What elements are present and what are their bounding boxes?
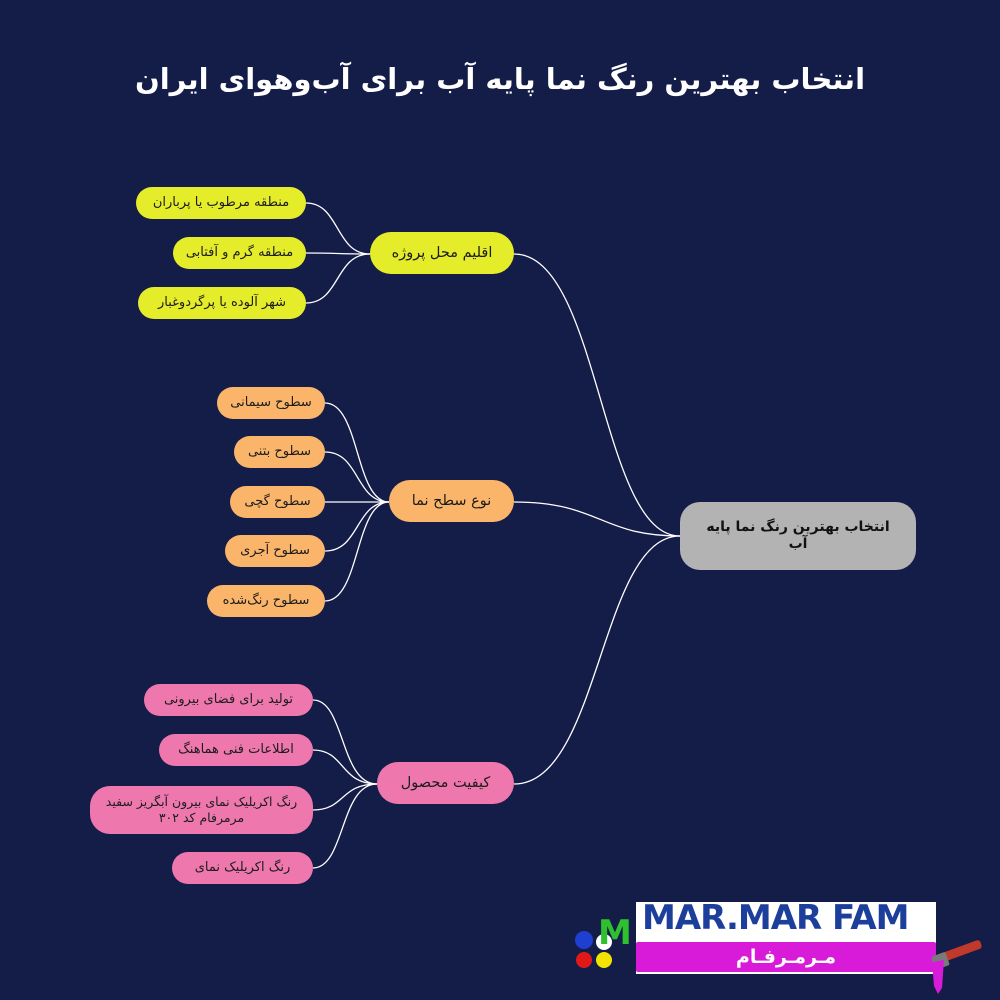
- branch-label: اقلیم محل پروژه: [391, 244, 493, 261]
- leaf-label: منطقه گرم و آفتابی: [185, 244, 294, 260]
- brand-logo: MAR.MAR FAM مـرمـرفـام M: [572, 896, 1000, 1000]
- leaf-node: تولید برای فضای بیرونی: [144, 684, 313, 716]
- connector-b3-leaf-1: [312, 699, 378, 785]
- connector-b2-leaf-4: [324, 501, 390, 552]
- leaf-node: رنگ اکریلیک نمای بیرون آبگریز سفید مرمرف…: [90, 786, 313, 834]
- leaf-node: سطوح سیمانی: [217, 387, 325, 419]
- root-node: انتخاب بهترین رنگ نما پایه آب: [680, 502, 916, 570]
- leaf-node: سطوح بتنی: [234, 436, 325, 468]
- leaf-label: رنگ اکریلیک نمای بیرون آبگریز سفید مرمرف…: [105, 794, 298, 825]
- connector-root-branch-1: [513, 253, 681, 537]
- connector-b3-leaf-4: [312, 783, 378, 869]
- leaf-label: سطوح آجری: [240, 542, 310, 558]
- leaf-node: منطقه گرم و آفتابی: [173, 237, 306, 269]
- connector-root-branch-3: [513, 535, 681, 785]
- connector-b2-leaf-1: [324, 402, 390, 503]
- leaf-label: تولید برای فضای بیرونی: [163, 691, 294, 707]
- logo-name-en: MAR.MAR FAM: [642, 898, 910, 938]
- logo-fa-band: [636, 942, 936, 972]
- leaf-label: اطلاعات فنی هماهنگ: [178, 741, 294, 757]
- connector-b1-leaf-1: [305, 202, 371, 255]
- connector-b3-leaf-3: [312, 783, 378, 811]
- connector-b2-leaf-5: [324, 501, 390, 602]
- connector-b1-leaf-3: [305, 253, 371, 304]
- leaf-label: سطوح گچی: [244, 493, 311, 509]
- connector-root-branch-2: [513, 501, 681, 537]
- connector-b2-leaf-2: [324, 451, 390, 503]
- leaf-node: شهر آلوده یا پرگرد‌وغبار: [138, 287, 306, 319]
- leaf-node: سطوح آجری: [225, 535, 325, 567]
- paintbrush-icon: [932, 940, 982, 994]
- branch-label: کیفیت محصول: [400, 774, 491, 791]
- leaf-label: سطوح سیمانی: [230, 394, 312, 410]
- logo-mark-letter: M: [598, 913, 632, 953]
- logo-mark-icon: M: [575, 913, 632, 968]
- leaf-node: سطوح گچی: [230, 486, 325, 518]
- leaf-label: منطقه مرطوب یا پرباران: [152, 194, 290, 210]
- branch-node-climate: اقلیم محل پروژه: [370, 232, 514, 274]
- leaf-node: سطوح رنگ‌شده: [207, 585, 325, 617]
- leaf-label: شهر آلوده یا پرگرد‌وغبار: [157, 294, 287, 310]
- branch-node-surface: نوع سطح نما: [389, 480, 514, 522]
- diagram-title: انتخاب بهترین رنگ نما پایه آب برای آب‌وه…: [134, 62, 866, 96]
- leaf-label: سطوح رنگ‌شده: [222, 592, 310, 608]
- root-label: انتخاب بهترین رنگ نما پایه آب: [706, 518, 890, 553]
- branch-node-quality: کیفیت محصول: [377, 762, 514, 804]
- connector-b3-leaf-2: [312, 749, 378, 785]
- leaf-label: سطوح بتنی: [247, 443, 312, 459]
- branch-label: نوع سطح نما: [411, 492, 492, 509]
- leaf-node: اطلاعات فنی هماهنگ: [159, 734, 313, 766]
- leaf-node: رنگ اکریلیک نمای: [172, 852, 313, 884]
- leaf-label: رنگ اکریلیک نمای: [194, 859, 291, 875]
- connector-b1-leaf-2: [305, 252, 371, 255]
- leaf-node: منطقه مرطوب یا پرباران: [136, 187, 306, 219]
- logo-name-fa: مـرمـرفـام: [735, 946, 837, 968]
